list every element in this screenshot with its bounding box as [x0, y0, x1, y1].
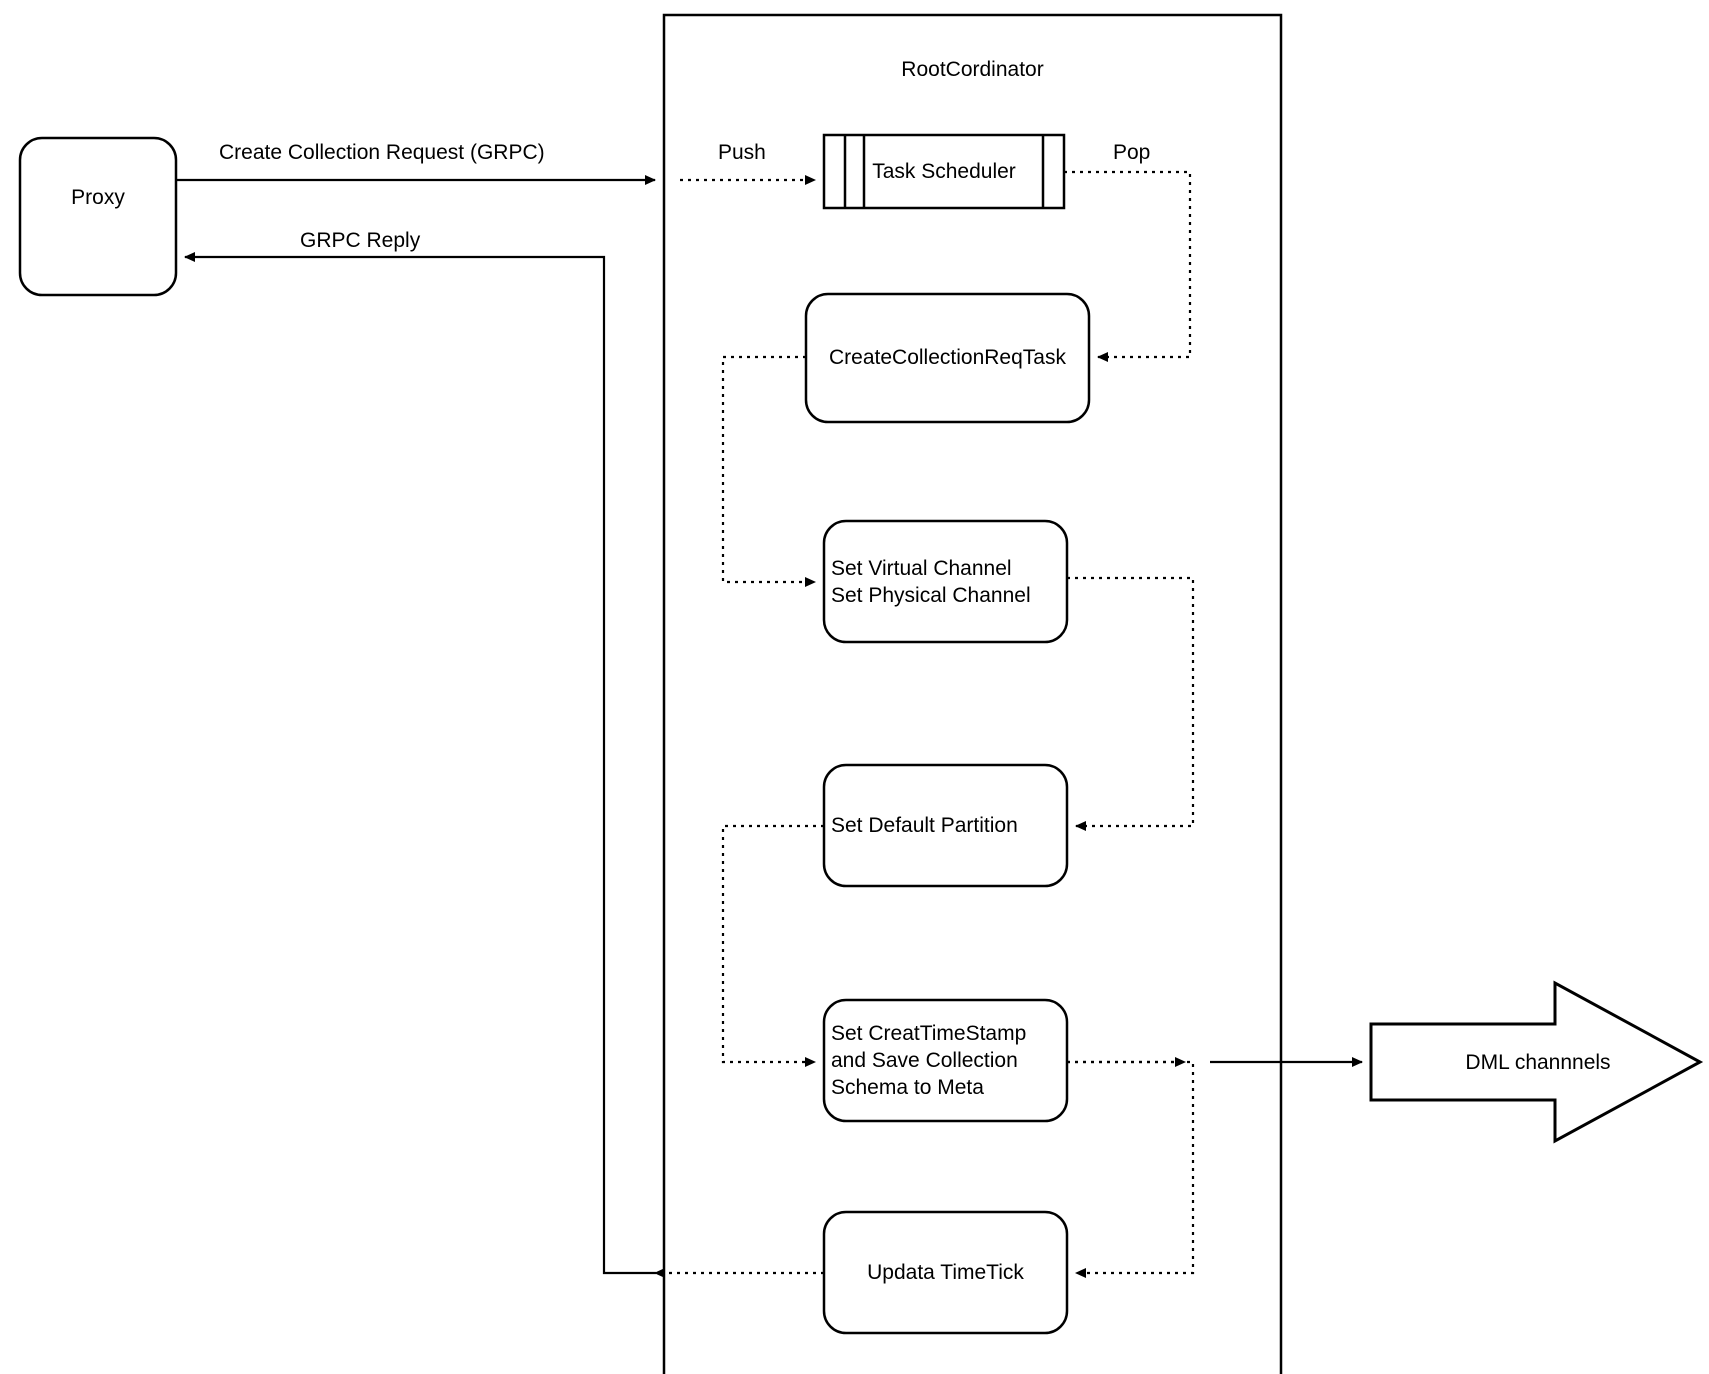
node-set-timestamp-save-schema[interactable] — [822, 998, 1069, 1123]
edge-partition-to-timestamp — [721, 824, 824, 1067]
root-coordinator-container — [662, 13, 1283, 1374]
node-create-collection-req-task[interactable] — [804, 292, 1091, 424]
edge-task-to-channels — [721, 355, 816, 587]
node-task-scheduler[interactable] — [822, 133, 1066, 210]
node-update-timetick[interactable] — [822, 1210, 1069, 1335]
edge-pop — [1064, 170, 1192, 362]
node-dml-channels[interactable] — [1369, 980, 1704, 1144]
node-set-channels[interactable] — [822, 519, 1069, 644]
edge-label-pop: Pop — [1113, 141, 1151, 164]
edge-label-create-collection-request: Create Collection Request (GRPC) — [219, 141, 545, 164]
node-proxy[interactable] — [18, 136, 178, 297]
edge-label-grpc-reply: GRPC Reply — [300, 229, 421, 252]
edge-grpc-reply — [184, 252, 655, 1275]
edge-channels-to-partition — [1067, 576, 1195, 831]
edge-label-push: Push — [718, 141, 766, 164]
node-set-default-partition[interactable] — [822, 763, 1069, 888]
